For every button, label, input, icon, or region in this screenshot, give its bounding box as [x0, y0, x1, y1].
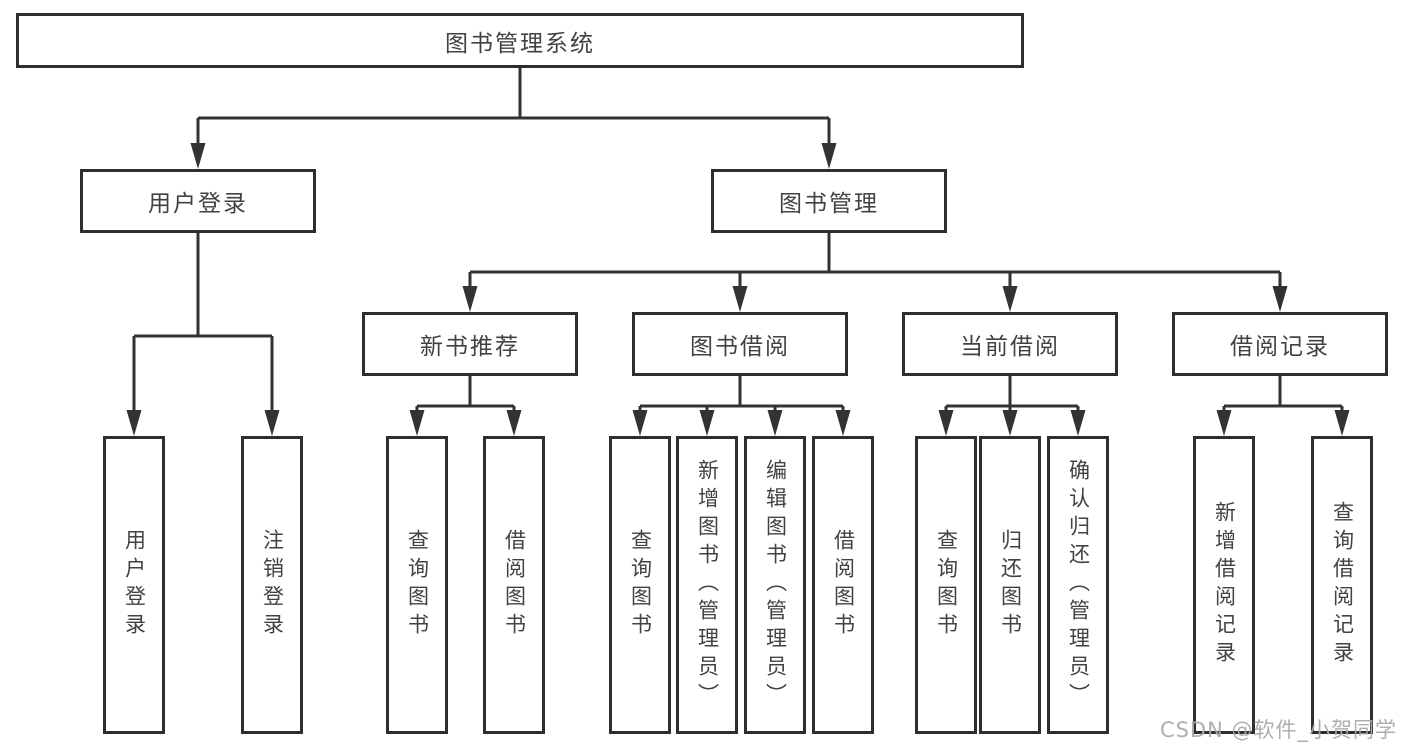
leaf-add-borrow-record: 新增借阅记录 — [1193, 436, 1255, 734]
node-label: 用户登录 — [122, 529, 147, 641]
node-new-book-recommend: 新书推荐 — [362, 312, 578, 376]
node-label: 借阅记录 — [1230, 334, 1330, 360]
arrow-down-icon — [1272, 286, 1288, 312]
node-label: 图书管理系统 — [445, 30, 595, 57]
node-label: 新增借阅记录 — [1212, 501, 1237, 669]
arrow-down-icon — [632, 410, 648, 436]
arrow-down-icon — [126, 410, 142, 436]
arrow-down-icon — [938, 410, 954, 436]
node-label: 借阅图书 — [831, 529, 856, 641]
node-label: 用户登录 — [148, 191, 248, 217]
arrow-down-icon — [409, 410, 425, 436]
node-label: 归还图书 — [998, 529, 1023, 641]
arrow-down-icon — [506, 410, 522, 436]
node-label: 查询图书 — [405, 529, 430, 641]
node-root-library-system: 图书管理系统 — [16, 13, 1024, 68]
node-book-management: 图书管理 — [711, 169, 947, 233]
leaf-logout: 注销登录 — [241, 436, 303, 734]
node-borrowing-records: 借阅记录 — [1172, 312, 1388, 376]
node-label: 新增图书（管理员） — [695, 459, 720, 711]
arrow-down-icon — [1334, 410, 1350, 436]
leaf-query-borrow-record: 查询借阅记录 — [1311, 436, 1373, 734]
node-user-login: 用户登录 — [80, 169, 316, 233]
node-label: 查询图书 — [934, 529, 959, 641]
arrow-down-icon — [1070, 410, 1086, 436]
leaf-add-books-admin: 新增图书（管理员） — [676, 436, 738, 734]
node-label: 图书借阅 — [690, 334, 790, 360]
arrow-down-icon — [462, 286, 478, 312]
node-current-borrowing: 当前借阅 — [902, 312, 1118, 376]
node-book-borrowing: 图书借阅 — [632, 312, 848, 376]
csdn-watermark: CSDN @软件_小贺同学 — [1159, 718, 1397, 742]
arrow-down-icon — [1002, 286, 1018, 312]
node-label: 图书管理 — [779, 191, 879, 217]
node-label: 注销登录 — [260, 529, 285, 641]
arrow-down-icon — [699, 410, 715, 436]
leaf-borrow-books-1: 借阅图书 — [483, 436, 545, 734]
leaf-edit-books-admin: 编辑图书（管理员） — [744, 436, 806, 734]
arrow-down-icon — [1002, 410, 1018, 436]
arrow-down-icon — [835, 410, 851, 436]
leaf-user-login: 用户登录 — [103, 436, 165, 734]
node-label: 当前借阅 — [960, 334, 1060, 360]
node-label: 查询图书 — [628, 529, 653, 641]
arrow-down-icon — [732, 286, 748, 312]
arrow-down-icon — [190, 143, 206, 169]
arrow-down-icon — [767, 410, 783, 436]
leaf-query-books-2: 查询图书 — [609, 436, 671, 734]
node-label: 借阅图书 — [502, 529, 527, 641]
arrowhead-icons — [126, 143, 1350, 436]
leaf-borrow-books-2: 借阅图书 — [812, 436, 874, 734]
leaf-query-books-1: 查询图书 — [386, 436, 448, 734]
leaf-confirm-return-admin: 确认归还（管理员） — [1047, 436, 1109, 734]
connector-paths — [132, 68, 1344, 414]
leaf-return-books: 归还图书 — [979, 436, 1041, 734]
leaf-query-books-3: 查询图书 — [915, 436, 977, 734]
arrow-down-icon — [1216, 410, 1232, 436]
arrow-down-icon — [264, 410, 280, 436]
node-label: 查询借阅记录 — [1330, 501, 1355, 669]
node-label: 确认归还（管理员） — [1066, 459, 1091, 711]
arrow-down-icon — [821, 143, 837, 169]
node-label: 编辑图书（管理员） — [763, 459, 788, 711]
node-label: 新书推荐 — [420, 334, 520, 360]
